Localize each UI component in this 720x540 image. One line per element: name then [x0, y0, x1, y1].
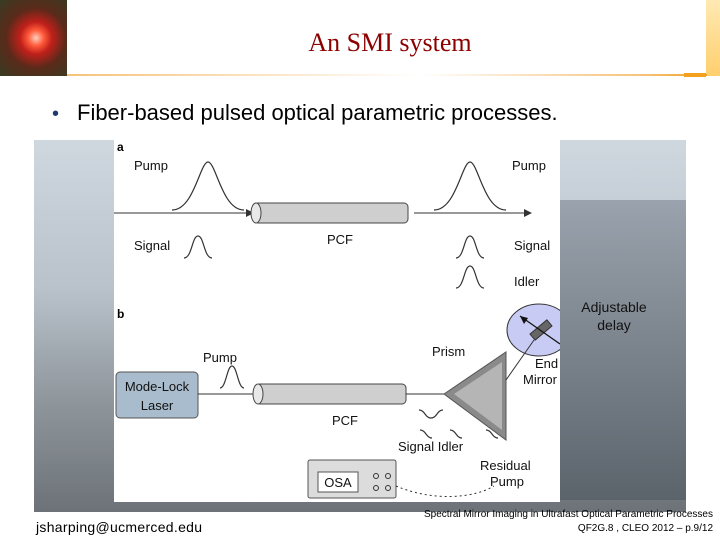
background-photo-building [560, 200, 686, 500]
citation-line2: QF2G.8 , CLEO 2012 – p.9/12 [577, 523, 713, 534]
laser-label-line1: Mode-Lock [125, 379, 190, 394]
pump-b-label: Pump [203, 350, 237, 365]
signal-wave-icon [419, 429, 433, 439]
bullet-icon: • [52, 103, 60, 125]
knob-icon [385, 485, 391, 491]
fiber-to-osa-dashed [395, 485, 495, 498]
residual-label-line1: Residual [480, 458, 531, 473]
signal-pulse-out-icon [455, 235, 485, 259]
adjustable-delay-line1: Adjustable [581, 299, 647, 315]
residual-label-line2: Pump [490, 474, 524, 489]
header-accent-bar [706, 0, 720, 76]
knob-icon [373, 485, 379, 491]
delay-arrow-icon [519, 315, 560, 345]
mode-lock-laser-box [115, 371, 199, 419]
bullet-text: Fiber-based pulsed optical parametric pr… [77, 100, 558, 125]
pump-in-label: Pump [134, 158, 168, 173]
pump-pulse-in-icon [171, 161, 245, 211]
optical-diagram: a Pump Signal PCF Pump Signal Idler b Mo… [114, 140, 560, 502]
residual-wave-icon [485, 429, 499, 439]
prism-to-mirror-beam [505, 339, 535, 381]
osa-screen [317, 471, 359, 493]
prism-highlight [454, 362, 502, 430]
slide-title: An SMI system [308, 28, 472, 57]
citation-line1: Spectral Mirror Imaging in Ultrafast Opt… [424, 509, 713, 520]
pump-pulse-b-icon [219, 365, 245, 389]
logo-image [0, 0, 67, 76]
diagram-svg: a Pump Signal PCF Pump Signal Idler b Mo… [114, 140, 560, 499]
arrow-icon [246, 209, 254, 217]
pcf-a-label: PCF [327, 232, 353, 247]
knob-icon [373, 473, 379, 479]
pcf-fiber-a [253, 202, 409, 224]
title-divider-end [684, 73, 706, 77]
idler-wave-icon [449, 429, 463, 439]
author-email: jsharping@ucmerced.edu [36, 519, 203, 535]
panel-b-label: b [117, 307, 124, 321]
pcf-b-label: PCF [332, 413, 358, 428]
signal-out-icon [418, 409, 444, 419]
panel-a-label: a [117, 140, 124, 154]
arrow-icon [520, 316, 528, 324]
signal-in-label: Signal [134, 238, 170, 253]
end-mirror-label-line2: Mirror [523, 372, 558, 387]
adjustable-delay-label: Adjustable delay [572, 298, 656, 334]
idler-pulse-out-icon [455, 265, 485, 289]
adjustable-delay-line2: delay [597, 317, 631, 333]
adjustable-delay-highlight [506, 303, 560, 357]
prism-label: Prism [432, 344, 465, 359]
signal-out-label: Signal [514, 238, 550, 253]
pump-pulse-out-icon [433, 161, 507, 211]
title-divider [67, 74, 707, 76]
knob-icon [385, 473, 391, 479]
laser-label-line2: Laser [141, 398, 174, 413]
pcf-fiber-a-end [250, 202, 262, 224]
end-mirror-label-line1: End [535, 356, 558, 371]
pcf-fiber-b [255, 383, 407, 405]
signal-pulse-in-icon [183, 235, 213, 259]
pcf-fiber-b-end [252, 383, 264, 405]
signal-idler-label: Signal Idler [398, 439, 464, 454]
osa-label: OSA [324, 475, 352, 490]
pump-out-label: Pump [512, 158, 546, 173]
arrow-icon [524, 209, 532, 217]
idler-out-label: Idler [514, 274, 540, 289]
